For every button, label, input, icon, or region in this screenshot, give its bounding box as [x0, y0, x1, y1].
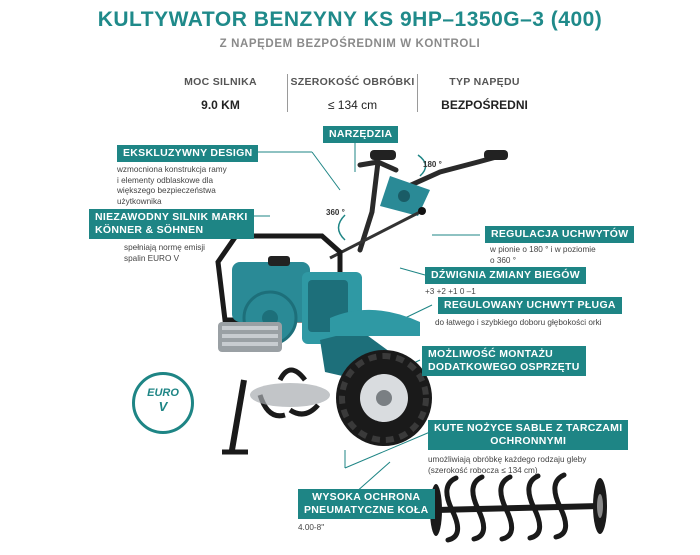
- euro-v-badge: EURO V: [132, 372, 194, 434]
- desc-reliable-engine: spełniają normę emisji spalin EURO V: [124, 243, 205, 263]
- spec-value: 9.0 KM: [201, 98, 240, 112]
- tag-attachment-mount: MOŻLIWOŚĆ MONTAŻU DODATKOWEGO OSPRZĘTU: [422, 346, 586, 376]
- gear-lever: [329, 210, 421, 260]
- spec-divider: [417, 74, 418, 112]
- tag-gear-lever: DŹWIGNIA ZMIANY BIEGÓW: [425, 267, 586, 284]
- spec-label: MOC SILNIKA: [184, 76, 257, 88]
- sable-tines: [444, 472, 569, 543]
- desc-exclusive-design: wzmocniona konstrukcja ramy i elementy o…: [117, 165, 227, 206]
- spec-value: ≤ 134 cm: [327, 98, 378, 112]
- tag-pneumatic-wheels: WYSOKA OCHRONA PNEUMATYCZNE KOŁA: [298, 489, 435, 519]
- desc-gear-positions: +3 +2 +1 0 –1: [425, 287, 476, 296]
- guard-slat: [222, 342, 278, 346]
- tiller-disc: [250, 383, 330, 407]
- euro-badge-class: V: [158, 399, 168, 414]
- page-subtitle: Z NAPĘDEM BEZPOŚREDNIM W KONTROLI: [219, 38, 481, 50]
- spec-working-width: SZEROKOŚĆ OBRÓBKI ≤ 134 cm: [290, 76, 415, 112]
- tag-exclusive-design: EKSKLUZYWNY DESIGN: [117, 145, 259, 162]
- tag-tools: NARZĘDZIA: [323, 126, 399, 143]
- tine-shaft: [435, 503, 601, 513]
- rear-mudguard: [330, 309, 420, 336]
- angle-label-180: 180 °: [423, 160, 442, 169]
- rotate-180-arc: [417, 154, 427, 177]
- page-title: KULTYWATOR BENZYNY KS 9HP–1350G–3 (400): [97, 8, 603, 31]
- console-knob: [398, 190, 410, 202]
- rotate-360-arc: [337, 214, 346, 241]
- spec-value: BEZPOŚREDNI: [441, 98, 528, 112]
- spec-drive-type: TYP NAPĘDU BEZPOŚREDNI: [422, 76, 547, 112]
- desc-plough-holder: do łatwego i szybkiego doboru głębokości…: [435, 318, 602, 327]
- spec-label: SZEROKOŚĆ OBRÓBKI: [290, 76, 415, 88]
- tag-plough-holder: REGULOWANY UCHWYT PŁUGA: [438, 297, 622, 314]
- desc-forged-tines: umożliwiają obróbkę każdego rodzaju gleb…: [428, 455, 587, 475]
- guard-slat: [222, 326, 278, 330]
- spec-label: TYP NAPĘDU: [449, 76, 520, 88]
- tag-reliable-engine: NIEZAWODNY SILNIK MARKI KÖNNER & SÖHNEN: [89, 209, 254, 239]
- gear-knob: [418, 207, 426, 215]
- support-leg: [229, 379, 247, 451]
- desc-wheel-size: 4.00-8": [298, 523, 325, 532]
- right-grip: [484, 150, 508, 160]
- fuel-cap: [268, 256, 290, 266]
- desc-handle-adjustment: w pionie o 180 ° i w poziomie o 360 °: [490, 245, 596, 265]
- tag-forged-tines: KUTE NOŻYCE SABLE Z TARCZAMI OCHRONNYMI: [428, 420, 629, 450]
- wheel-hub: [376, 390, 392, 406]
- euro-badge-text: EURO: [147, 387, 179, 399]
- tag-handle-adjustment: REGULACJA UCHWYTÓW: [485, 226, 635, 243]
- spec-divider: [287, 74, 288, 112]
- protective-disc-center: [597, 494, 603, 518]
- wheel-tread: [339, 353, 429, 443]
- spec-engine-power: MOC SILNIKA 9.0 KM: [158, 76, 283, 112]
- left-grip: [370, 150, 396, 160]
- guard-slat: [222, 334, 278, 338]
- angle-label-360: 360 °: [326, 208, 345, 217]
